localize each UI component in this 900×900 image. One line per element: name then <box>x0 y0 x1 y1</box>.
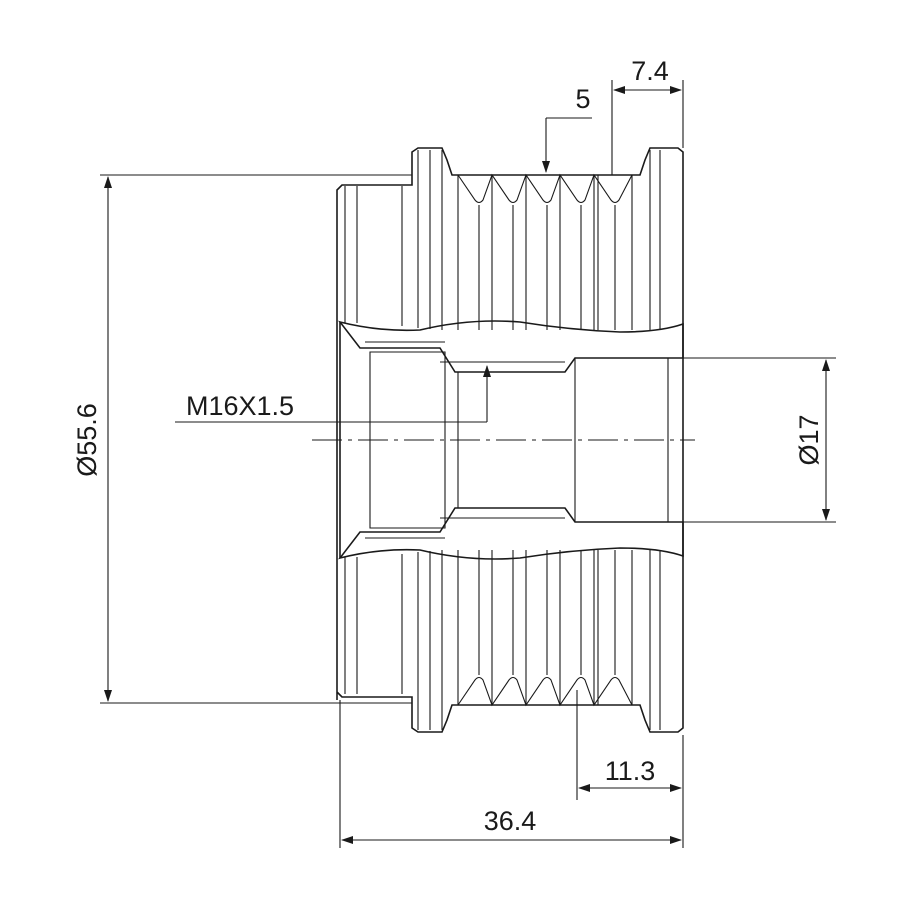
dimension-hub-length: 11.3 <box>576 690 682 800</box>
thread-leader: M16X1.5 <box>175 365 491 423</box>
outer-diameter-label: Ø55.6 <box>72 403 102 477</box>
pulley-outline <box>336 147 684 733</box>
dimension-overall-length: 36.4 <box>339 700 684 848</box>
hub-length-label: 11.3 <box>605 756 656 786</box>
overall-length-label: 36.4 <box>484 806 537 836</box>
dimension-bore-diameter: Ø17 <box>683 357 836 523</box>
bore-diameter-label: Ø17 <box>794 414 824 465</box>
dimension-outer-diameter: Ø55.6 <box>72 174 412 704</box>
dimension-flange-width: 7.4 <box>611 56 684 175</box>
groove-count-leader: 5 <box>542 84 592 173</box>
flange-width-label: 7.4 <box>631 56 669 86</box>
groove-count-label: 5 <box>575 84 590 114</box>
thread-label: M16X1.5 <box>186 391 294 421</box>
